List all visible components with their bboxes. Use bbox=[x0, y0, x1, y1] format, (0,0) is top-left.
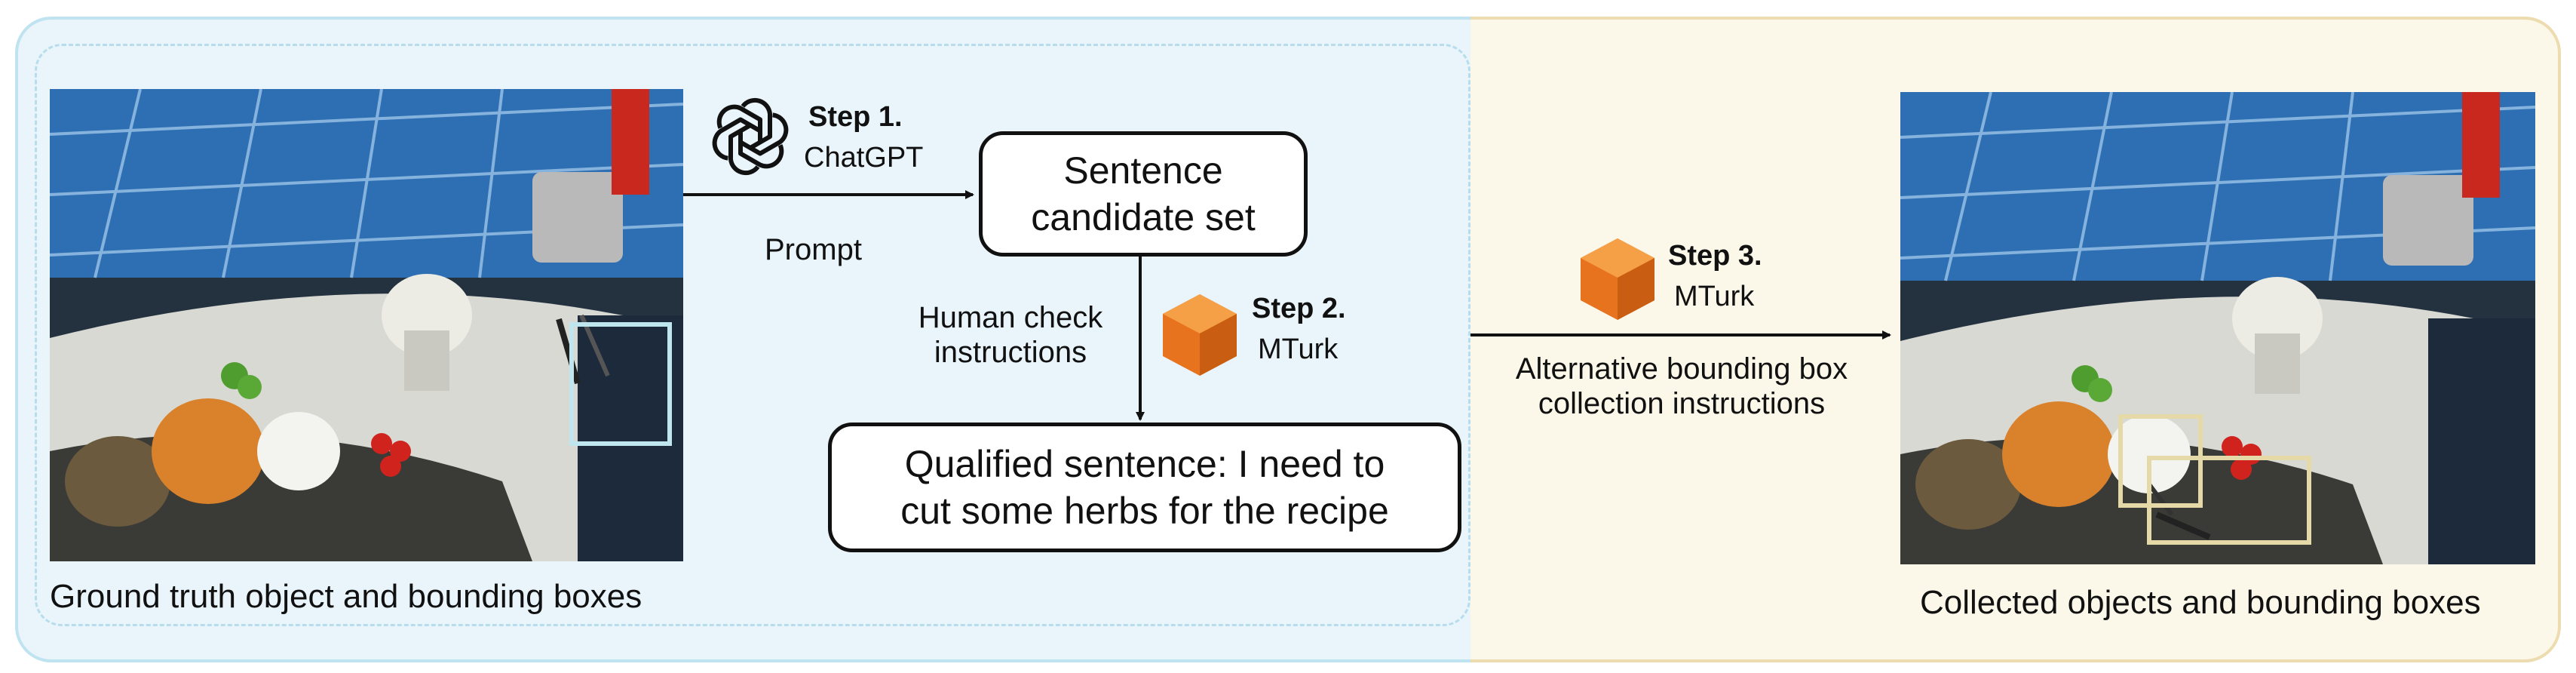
ground-truth-photo bbox=[50, 89, 683, 561]
qualified-sentence-box: Qualified sentence: I need to cut some h… bbox=[828, 423, 1461, 552]
left-caption: Ground truth object and bounding boxes bbox=[50, 578, 642, 615]
step2-tool: MTurk bbox=[1258, 333, 1339, 365]
collected-photo bbox=[1900, 92, 2535, 564]
chatgpt-logo-icon bbox=[709, 95, 792, 178]
step3-title: Step 3. bbox=[1668, 240, 1762, 272]
collected-bounding-box-2 bbox=[2147, 456, 2311, 545]
step2-title: Step 2. bbox=[1252, 293, 1346, 324]
sentence-candidate-text: Sentence candidate set bbox=[1031, 149, 1256, 239]
right-caption: Collected objects and bounding boxes bbox=[1920, 584, 2481, 621]
prompt-label: Prompt bbox=[765, 233, 862, 266]
dashed-region bbox=[35, 44, 1470, 626]
sentence-candidate-box: Sentence candidate set bbox=[979, 131, 1308, 257]
ground-truth-bounding-box bbox=[569, 322, 672, 446]
mturk-cube-icon bbox=[1158, 291, 1241, 379]
step3-tool: MTurk bbox=[1674, 281, 1755, 312]
qualified-sentence-text: Qualified sentence: I need to cut some h… bbox=[900, 442, 1389, 533]
step1-title: Step 1. bbox=[808, 101, 903, 133]
alternative-instructions-label: Alternative bounding box collection inst… bbox=[1515, 352, 1848, 420]
step1-tool: ChatGPT bbox=[804, 142, 924, 174]
mturk-cube-icon bbox=[1576, 235, 1659, 323]
human-check-label: Human check instructions bbox=[918, 301, 1103, 369]
collected-bounding-box-1 bbox=[2118, 414, 2203, 508]
